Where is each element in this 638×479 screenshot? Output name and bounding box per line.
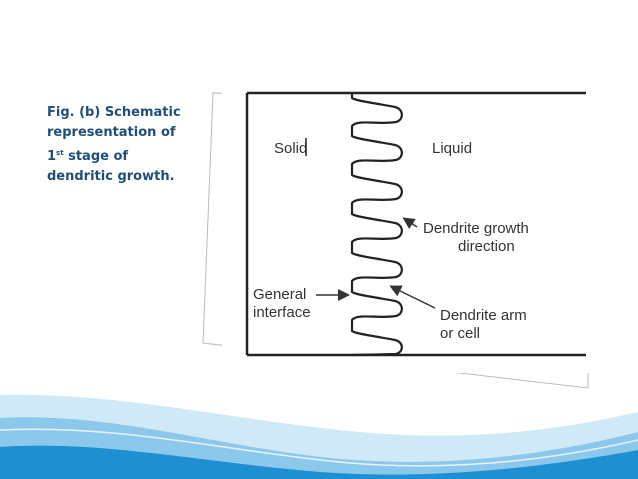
figure-caption: Fig. (b) Schematic representation of 1st…	[47, 103, 187, 187]
dendrite-interface	[350, 93, 403, 357]
growth-direction-label-line1: Dendrite growth	[423, 220, 529, 237]
general-interface-label-line2: interface	[253, 304, 311, 321]
growth-direction-label-line2: direction	[458, 238, 515, 255]
wave-highlight	[0, 428, 638, 467]
caption-line-2: representation of	[47, 125, 176, 140]
growth-direction-arrow	[402, 217, 418, 229]
solid-label: Solid	[274, 140, 307, 157]
dendrite-arm-label-line2: or cell	[440, 325, 480, 342]
general-interface-label-line1: General	[253, 286, 306, 303]
caption-line-3-rest: stage of	[63, 149, 129, 164]
dendrite-arm-arrow	[389, 285, 436, 309]
caption-ordinal: 1	[47, 149, 57, 164]
caption-line-4: dendritic growth.	[47, 169, 175, 184]
liquid-label: Liquid	[432, 140, 472, 157]
caption-line-3: 1st stage of	[47, 143, 187, 167]
wave-dark	[0, 445, 638, 479]
caption-ordinal-suffix: st	[56, 149, 64, 157]
dendrite-arm-label-line1: Dendrite arm	[440, 307, 527, 324]
caption-line-1: Fig. (b) Schematic	[47, 105, 181, 120]
